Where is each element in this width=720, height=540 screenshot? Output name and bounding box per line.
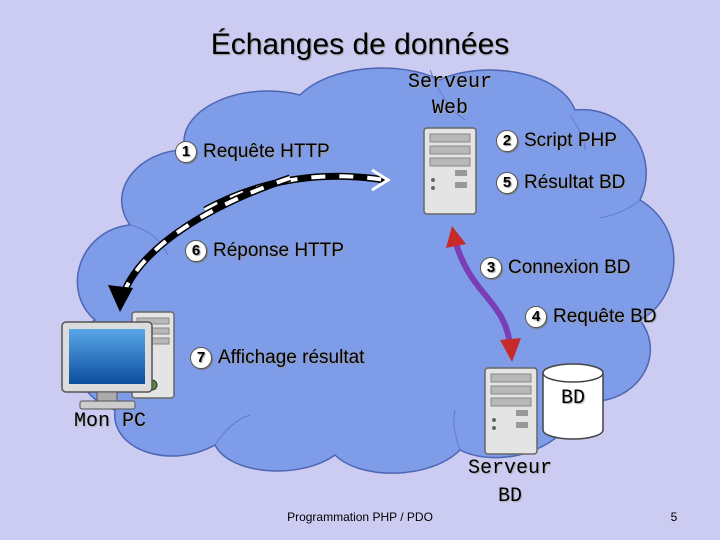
database-icon: [542, 363, 604, 440]
step-3-badge: 3: [480, 257, 502, 279]
footer-text: Programmation PHP / PDO: [287, 510, 433, 524]
step-5-label: Résultat BD: [524, 172, 626, 193]
step-1-badge: 1: [175, 141, 197, 163]
step-6: 6 Réponse HTTP: [185, 240, 344, 262]
step-2-badge: 2: [496, 130, 518, 152]
http-response-arrow: [108, 174, 292, 312]
web-server-icon: [423, 127, 477, 215]
step-1: 1 Requête HTTP: [175, 141, 330, 163]
db-label: BD: [560, 387, 585, 410]
step-5: 5 Résultat BD: [496, 172, 625, 194]
step-5-badge: 5: [496, 172, 518, 194]
web-server-label: Serveur Web: [407, 71, 492, 120]
step-6-label: Réponse HTTP: [213, 240, 344, 261]
step-4-label: Requête BD: [553, 306, 657, 327]
slide-title: Échanges de données: [210, 28, 510, 61]
step-6-badge: 6: [185, 240, 207, 262]
step-7-badge: 7: [190, 347, 212, 369]
db-connection-arrow: [446, 226, 521, 362]
db-server-label: Serveur BD: [467, 457, 552, 508]
step-1-label: Requête HTTP: [203, 141, 330, 162]
http-request-arrow: [203, 168, 391, 214]
step-7: 7 Affichage résultat: [190, 347, 364, 369]
step-4-badge: 4: [525, 306, 547, 328]
step-4: 4 Requête BD: [525, 306, 657, 328]
step-7-label: Affichage résultat: [218, 347, 365, 368]
pc-icon: [61, 311, 175, 410]
my-pc-label: Mon PC: [74, 410, 147, 433]
db-server-icon: [484, 367, 538, 455]
step-2: 2 Script PHP: [496, 130, 617, 152]
step-2-label: Script PHP: [524, 130, 617, 151]
step-3-label: Connexion BD: [508, 257, 631, 278]
step-3: 3 Connexion BD: [480, 257, 631, 279]
page-number: 5: [670, 510, 678, 524]
